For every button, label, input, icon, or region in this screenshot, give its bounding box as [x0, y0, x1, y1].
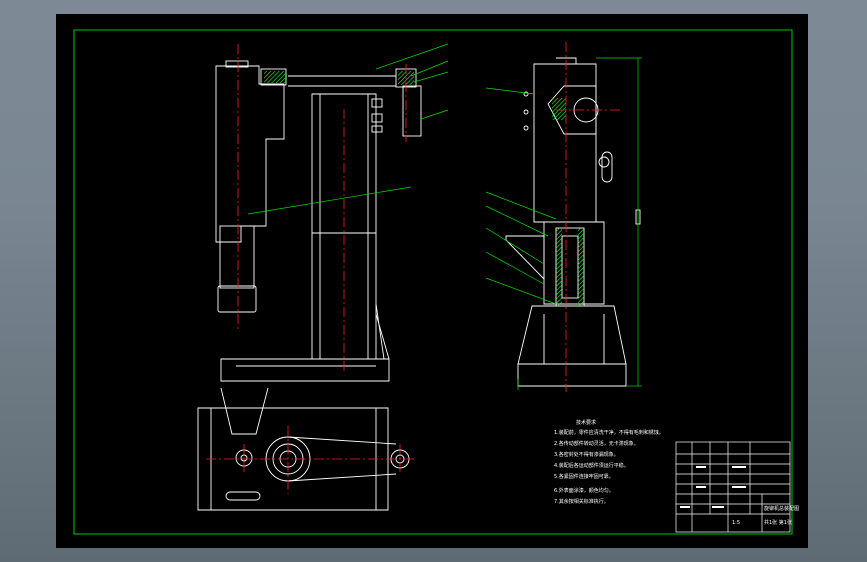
top-centerlines — [206, 426, 416, 494]
note-1: 1.装配前，零件应清洗干净，不得有毛刺和锈蚀。 — [554, 429, 664, 436]
side-hatch-cone — [552, 98, 566, 120]
note-3: 3.各密封处不得有渗漏现象。 — [554, 451, 619, 458]
title-block — [675, 441, 791, 533]
front-centerlines — [237, 44, 407, 374]
side-dimensions — [485, 57, 642, 390]
side-view — [505, 57, 641, 387]
drawing-sheet[interactable]: 技术要求 1.装配前，零件应清洗干净，不得有毛刺和锈蚀。 2.各传动部件转动灵活… — [56, 14, 808, 548]
note-7: 7.其余按相关标准执行。 — [554, 498, 609, 505]
technical-notes: 技术要求 1.装配前，零件应清洗干净，不得有毛刺和锈蚀。 2.各传动部件转动灵活… — [554, 419, 664, 505]
side-centerlines — [556, 42, 622, 392]
titleblock-name: 旋铆机总装配图 — [764, 505, 799, 512]
note-6: 6.外表面涂漆，颜色均匀。 — [554, 487, 614, 494]
titleblock-sheet: 共1张 第1张 — [764, 519, 792, 526]
note-4: 4.装配后各运动部件须运行平稳。 — [554, 462, 629, 469]
drawing-border — [73, 29, 793, 535]
title-block-fill — [680, 466, 746, 508]
front-view — [215, 60, 422, 382]
top-view — [197, 387, 410, 511]
front-leaders — [247, 43, 449, 215]
drawing-canvas: 技术要求 1.装配前，零件应清洗干净，不得有毛刺和锈蚀。 2.各传动部件转动灵活… — [73, 29, 799, 535]
notes-title: 技术要求 — [576, 419, 596, 426]
side-hatch-right — [578, 228, 584, 306]
side-hatch-left — [556, 228, 562, 306]
titleblock-scale: 1:5 — [732, 520, 740, 526]
gear-hatch-left — [264, 71, 286, 83]
note-2: 2.各传动部件转动灵活，无卡滞现象。 — [554, 440, 639, 447]
note-5: 5.各紧固件连接牢固可靠。 — [554, 473, 614, 480]
